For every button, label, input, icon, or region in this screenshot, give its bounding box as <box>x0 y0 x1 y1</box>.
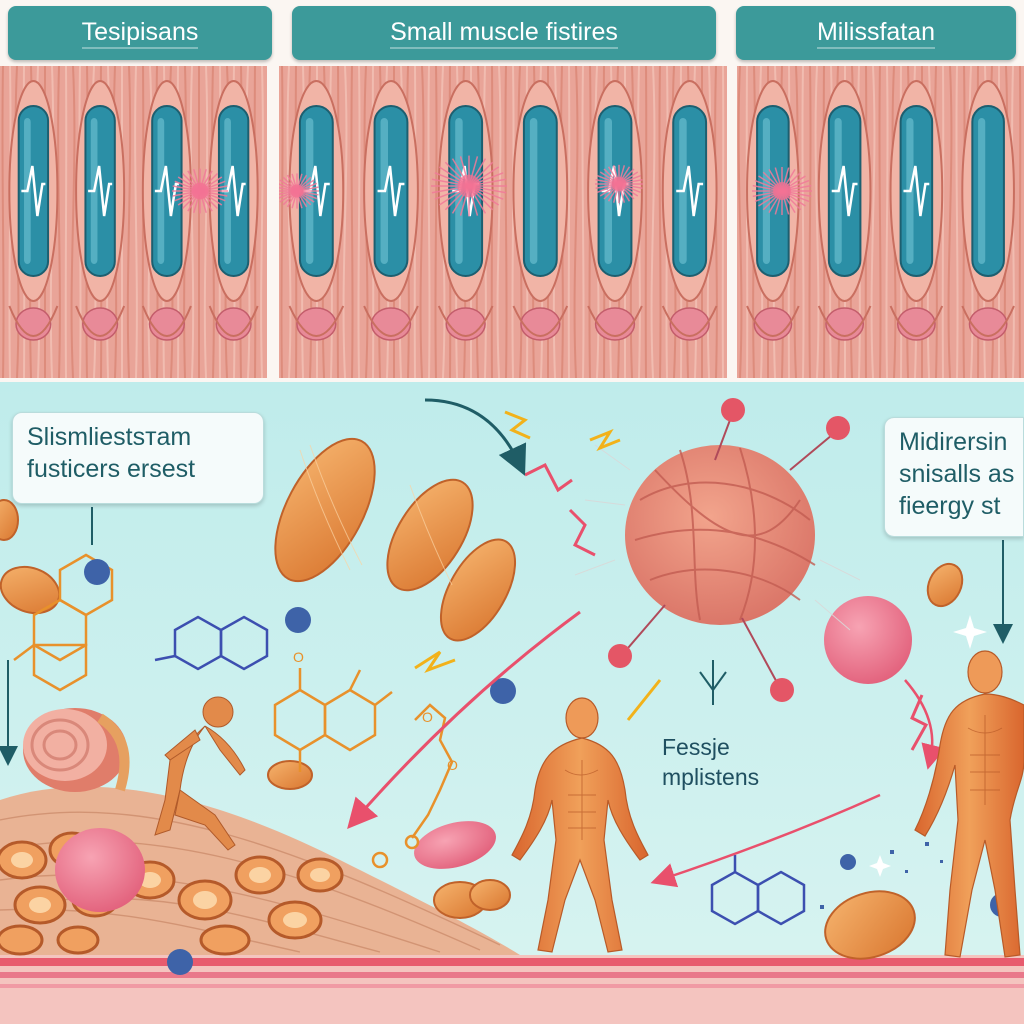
pink-cell <box>55 828 145 912</box>
arrow-dark-top <box>424 398 527 476</box>
figure-climbing <box>154 696 246 851</box>
svg-text:O: O <box>447 757 458 773</box>
sparkles <box>869 615 987 877</box>
callout-box-left: Slismliestsтam fusticers ersest <box>12 412 264 504</box>
callout-right-line-3: fieergy st <box>899 492 1001 520</box>
tab-tesipisans: Tesipisans <box>8 6 272 60</box>
tab-small-muscle-fistires-label: Small muscle fistires <box>390 18 618 49</box>
molecule-orange-left <box>13 553 114 692</box>
pink-cell-right <box>824 596 912 684</box>
receptor-symbol <box>699 660 727 705</box>
pink-pill <box>414 821 496 869</box>
callout-left-line-2: fusticers ersest <box>27 455 196 483</box>
svg-text:O: O <box>422 709 433 725</box>
muscular-figure-center <box>511 697 649 953</box>
arrow-red-bottom <box>650 793 881 888</box>
membrane-strip <box>0 955 1024 1024</box>
muscle-roll <box>23 708 130 792</box>
molecule-blue-bottom <box>710 855 806 926</box>
muscle-panel-3 <box>737 66 1024 378</box>
damaged-fiber-ball <box>574 398 861 702</box>
muscle-panel-1 <box>0 66 267 378</box>
tab-small-muscle-fistires: Small muscle fistires <box>292 6 716 60</box>
callout-left-line-1: Slismliestsтam <box>27 423 192 451</box>
capsule-stripes <box>299 444 453 586</box>
center-label-line-1: Fessje <box>662 734 730 760</box>
callout-box-right: Midirersin snisalls as fieergy st <box>884 417 1024 537</box>
callout-right-line-2: snisalls as <box>899 460 1015 488</box>
callout-right-line-1: Midirersin <box>899 428 1008 456</box>
muscle-panel-2 <box>279 66 727 378</box>
tab-milissfatan-label: Milissfatan <box>816 18 936 49</box>
muscular-figure-right <box>914 650 1024 958</box>
center-label-line-2: mplistens <box>662 764 760 790</box>
tab-tesipisans-label: Tesipisans <box>81 18 199 49</box>
debris-dots <box>820 842 943 909</box>
arrow-red-center <box>347 610 581 830</box>
lightning-bolts <box>414 410 929 751</box>
arrow-red-right <box>904 679 946 770</box>
center-label: Fessje mplistens <box>662 732 759 792</box>
svg-text:O: O <box>293 649 304 665</box>
tab-milissfatan: Milissfatan <box>736 6 1016 60</box>
molecule-blue-left <box>154 615 269 671</box>
molecule-orange-center <box>273 668 454 869</box>
molecule-atom-labels: O O O <box>293 649 458 773</box>
